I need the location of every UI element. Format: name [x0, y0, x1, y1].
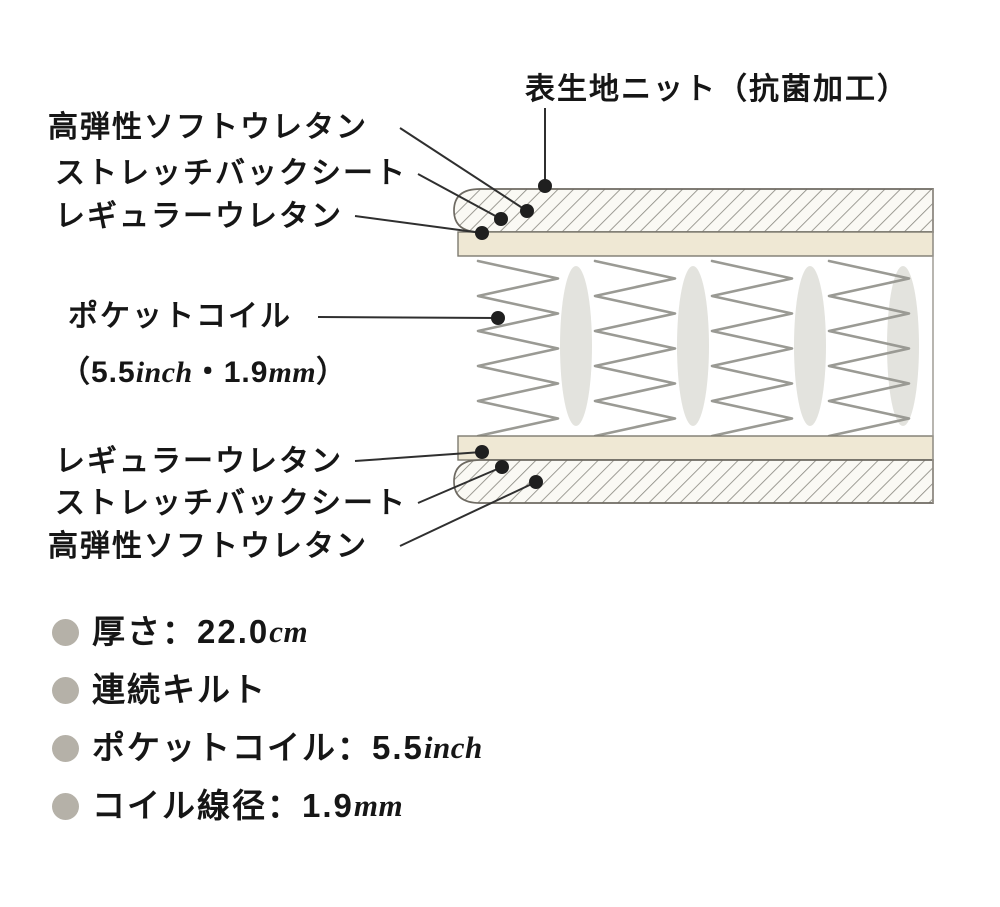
callout-dots: [475, 179, 552, 489]
callout-soft-urethane-bottom-label: 高弾性ソフトウレタン: [48, 530, 368, 563]
leader-regular-urethane-bottom: [354, 451, 483, 462]
bullet-icon: [52, 792, 79, 820]
spec-quilt: 連続キルト: [52, 670, 267, 710]
pocket-sleeve: [794, 266, 826, 426]
knit-layer-bottom: [453, 459, 934, 504]
spec-label: 厚さ：: [92, 613, 197, 650]
coil-spec-open: （5.5: [60, 356, 136, 389]
dot-regular-urethane-top: [475, 226, 489, 240]
dot-soft-urethane-bottom: [529, 475, 543, 489]
coil-spec-unit-mm: mm: [268, 356, 317, 389]
coil-spec-mid: ・1.9: [192, 356, 269, 389]
urethane-layer-top: [457, 231, 934, 257]
bullet-icon: [52, 618, 79, 646]
leader-soft-urethane-top: [399, 127, 528, 212]
dot-top-fabric: [538, 179, 552, 193]
pocket-sleeve: [560, 266, 592, 426]
coil-spring: [710, 259, 794, 438]
coil-spring: [476, 259, 560, 438]
dot-pocket-coil: [491, 311, 505, 325]
leader-regular-urethane-top: [354, 215, 483, 234]
callout-regular-urethane-top-label: レギュラーウレタン: [55, 200, 343, 233]
pocket-coil-spec-text: （5.5inch・1.9mm）: [60, 347, 347, 391]
leader-stretch-sheet-top: [417, 173, 502, 220]
spec-unit: inch: [423, 730, 483, 765]
callout-stretch-sheet-bottom-label: ストレッチバックシート: [55, 487, 407, 520]
callout-stretch-sheet-top-label: ストレッチバックシート: [55, 157, 407, 190]
spec-unit: mm: [353, 788, 404, 823]
callout-lines: [317, 108, 546, 547]
coil-spec-close: ）: [316, 356, 348, 389]
pocket-sleeve: [677, 266, 709, 426]
dot-regular-urethane-bottom: [475, 445, 489, 459]
spec-value: 1.9: [302, 787, 354, 824]
spec-label: ポケットコイル：: [92, 729, 372, 766]
spec-unit: cm: [269, 614, 309, 649]
leader-soft-urethane-bottom: [399, 481, 537, 547]
dot-soft-urethane-top: [520, 204, 534, 218]
leader-pocket-coil: [317, 316, 499, 319]
spec-value: 22.0: [197, 613, 270, 650]
leader-stretch-sheet-bottom: [417, 466, 503, 504]
spec-label: 連続キルト: [92, 671, 267, 708]
bullet-icon: [52, 676, 79, 704]
dot-stretch-sheet-bottom: [495, 460, 509, 474]
spec-value: 5.5: [372, 729, 424, 766]
coil-spec-unit-inch: inch: [135, 356, 193, 389]
coil-spring: [593, 259, 677, 438]
callout-top-fabric-label: 表生地ニット（抗菌加工）: [525, 73, 909, 106]
callout-pocket-coil-label: ポケットコイル: [68, 300, 292, 333]
urethane-layer-bottom: [457, 435, 934, 461]
callout-regular-urethane-bottom-label: レギュラーウレタン: [55, 445, 343, 478]
dot-stretch-sheet-top: [494, 212, 508, 226]
callout-soft-urethane-top-label: 高弾性ソフトウレタン: [48, 111, 368, 144]
spec-label: コイル線径：: [92, 787, 302, 824]
bullet-icon: [52, 734, 79, 762]
